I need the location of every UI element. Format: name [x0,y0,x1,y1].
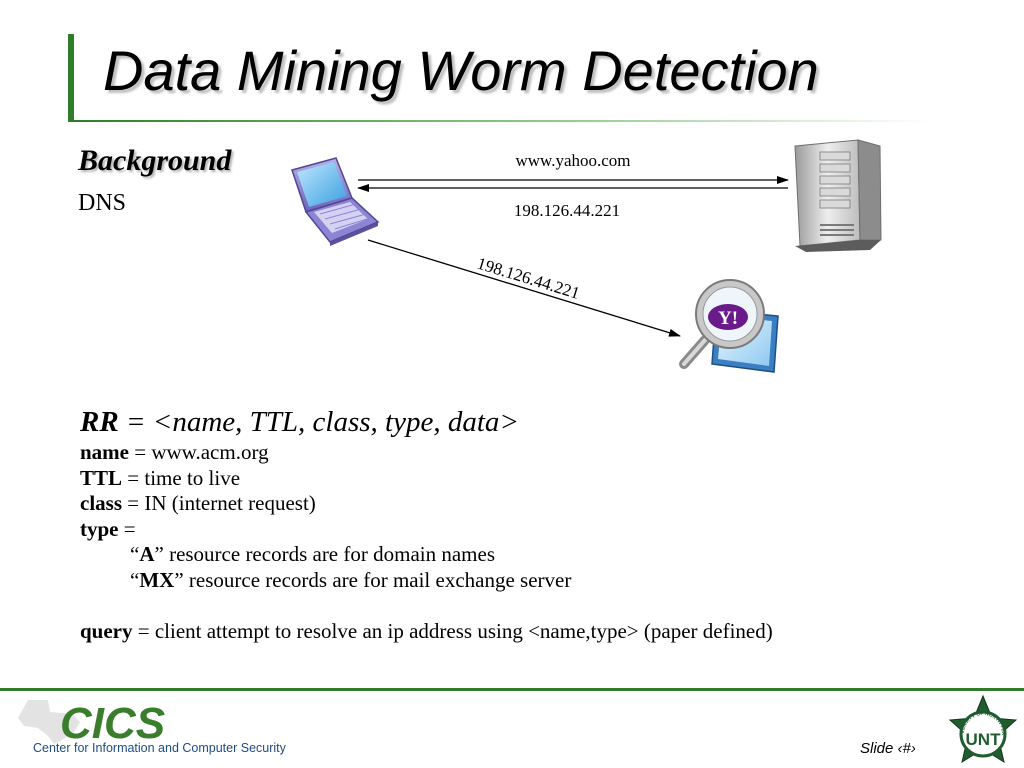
mx-open-quote: “ [130,567,140,592]
class-line: class = IN (internet request) [80,491,960,517]
dns-diagram: Y! www.yahoo.com 198.126.44.221 198.126.… [291,139,882,373]
cics-logo-text: CICS [60,699,165,746]
slide-number: Slide ‹#› [860,740,916,757]
unt-logo: UNIVERSITY OF NORTH TEXAS UNT [944,694,1018,764]
yahoo-logo-text: Y! [718,308,738,329]
name-label: name [80,440,129,464]
ttl-label: TTL [80,465,123,490]
response-ip-label: 198.126.44.221 [514,201,620,220]
rr-content: RR = <name, TTL, class, type, data> name… [80,404,960,644]
title-underline [68,120,930,122]
name-line: name = www.acm.org [80,440,960,466]
rr-definition: = <name, TTL, class, type, data> [118,406,519,438]
magnifier-icon: Y! [679,279,765,369]
type-value: = [118,516,136,541]
unt-logo-text: UNT [966,730,1002,749]
query-line: query = client attempt to resolve an ip … [80,619,960,645]
cics-logo: CICS [18,699,165,746]
background-heading: Background [78,144,232,177]
class-value: = IN (internet request) [122,491,316,515]
name-value: = www.acm.org [129,440,269,464]
footer-divider [0,688,1024,691]
class-label: class [80,491,122,515]
ttl-line: TTL = time to live [80,466,960,492]
mx-label: MX [139,567,175,592]
forward-arrow [367,239,681,337]
query-value: = client attempt to resolve an ip addres… [132,618,773,643]
mx-record-line: “MX” resource records are for mail excha… [80,568,960,594]
type-label: type [80,516,119,541]
query-label: query [80,618,133,643]
laptop-icon [291,157,380,246]
dns-label: DNS [78,190,127,216]
title-accent-bar [68,34,74,122]
rr-label: RR [80,406,119,438]
mx-description: ” resource records are for mail exchange… [174,567,572,592]
texas-outline-icon [18,700,80,744]
a-description: ” resource records are for domain names [154,542,496,566]
a-open-quote: “ [130,542,140,566]
spacer [80,593,960,619]
type-line: type = [80,517,960,543]
a-label: A [139,542,155,566]
cics-subtitle: Center for Information and Computer Secu… [33,741,286,755]
rr-definition-line: RR = <name, TTL, class, type, data> [80,404,960,440]
query-domain-label: www.yahoo.com [515,151,630,170]
server-icon [794,139,882,252]
a-record-line: “A” resource records are for domain name… [80,542,960,568]
ttl-value: = time to live [122,465,241,490]
slide-title: Data Mining Worm Detection [103,39,819,102]
